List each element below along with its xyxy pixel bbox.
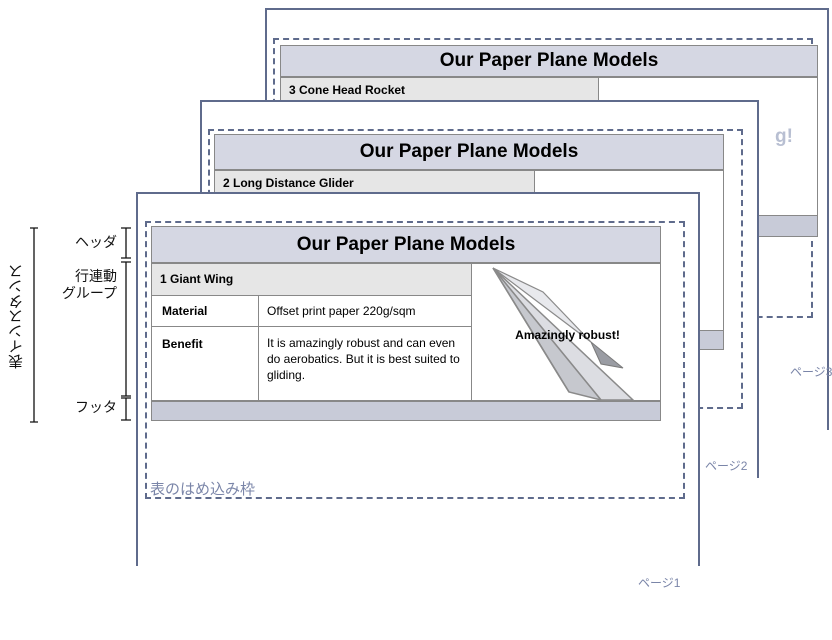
paper-plane-icon bbox=[492, 267, 635, 402]
image-caption: Amazingly robust! bbox=[515, 328, 620, 342]
page-number-1: ページ1 bbox=[638, 576, 681, 590]
benefit-label: Benefit bbox=[152, 327, 259, 402]
header-title: Our Paper Plane Models bbox=[439, 50, 659, 71]
header-annotation: ヘッダ bbox=[75, 234, 117, 250]
table-footer-page-1 bbox=[151, 401, 661, 421]
material-label: Material bbox=[152, 296, 259, 327]
page-number-2: ページ2 bbox=[705, 459, 748, 473]
row-group-page-1: 1 Giant Wing Material Offset print paper… bbox=[151, 263, 662, 402]
caption-fragment: g! bbox=[775, 126, 793, 147]
frame-label: 表のはめ込み枠 bbox=[150, 481, 256, 498]
page-1: Our Paper Plane Models 1 Giant Wing Mate… bbox=[136, 192, 700, 590]
header-title: Our Paper Plane Models bbox=[359, 141, 579, 162]
table-header-page-3: Our Paper Plane Models bbox=[280, 45, 818, 77]
benefit-value: It is amazingly robust and can even do a… bbox=[259, 327, 472, 402]
page-number-3: ページ3 bbox=[790, 365, 832, 379]
table-header-page-1: Our Paper Plane Models bbox=[151, 226, 661, 263]
header-title: Our Paper Plane Models bbox=[296, 234, 516, 255]
table-frame-page-1 bbox=[145, 221, 685, 499]
material-value: Offset print paper 220g/sqm bbox=[259, 296, 472, 327]
table-header-page-2: Our Paper Plane Models bbox=[214, 134, 724, 170]
footer-annotation: フッタ bbox=[75, 399, 117, 415]
paper-plane-image: Amazingly robust! bbox=[473, 264, 662, 402]
row-group-annotation: 行連動 グループ bbox=[61, 268, 117, 301]
row-group-title: 1 Giant Wing bbox=[152, 264, 472, 296]
row-group-title: 3 Cone Head Rocket bbox=[281, 78, 599, 104]
table-instance-label: 表インスタンス bbox=[8, 264, 25, 369]
annotation-brackets bbox=[30, 227, 131, 423]
